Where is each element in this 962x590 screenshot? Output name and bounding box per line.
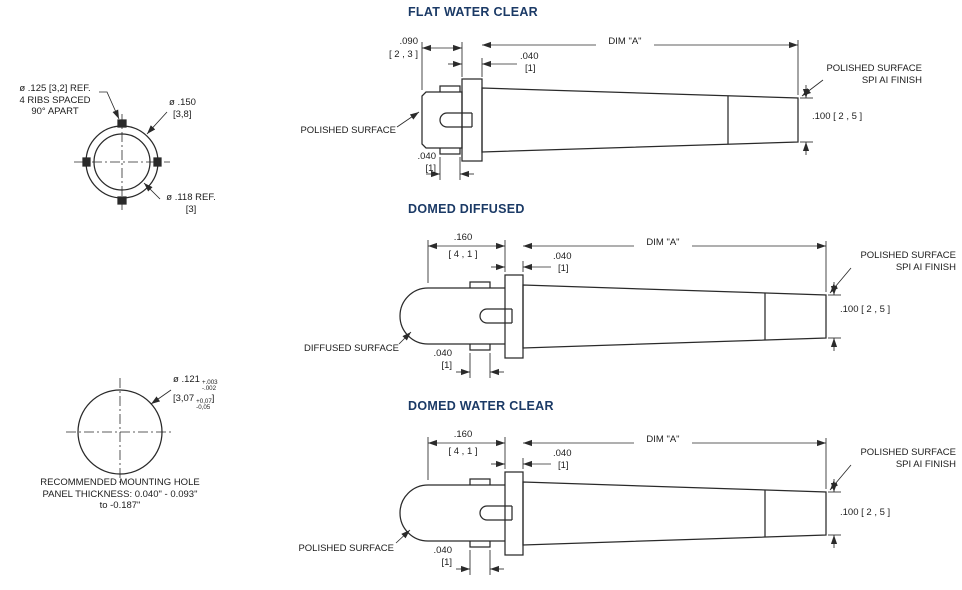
mounting-hole-note: RECOMMENDED MOUNTING HOLE PANEL THICKNES… xyxy=(10,477,230,512)
domed-diffused-geometry xyxy=(399,274,827,359)
mounting-hole-inch: ø .121+.003-.002 xyxy=(173,374,218,393)
domed-clear-flange-thickness-mm: [1] xyxy=(558,460,569,471)
domed-clear-surface-label: POLISHED SURFACE xyxy=(298,543,394,554)
diffused-head-length-inch: .160 xyxy=(453,232,473,243)
diffused-rib-width-inch: .040 xyxy=(433,348,453,359)
domed-clear-end-diameter: .100 [ 2 , 5 ] xyxy=(840,507,891,518)
mounting-hole-inch-tolerance: +.003-.002 xyxy=(201,379,218,393)
flat-flange-thickness-mm: [1] xyxy=(525,63,536,74)
mounting-hole-dimension: ø .121+.003-.002 [3,07+0,07-0,05] xyxy=(173,374,218,412)
front-view-ribs-note: ø .125 [3,2] REF. 4 RIBS SPACED 90° APAR… xyxy=(4,83,106,118)
mounting-hole-mm-tolerance: +0,07-0,05 xyxy=(196,397,212,412)
flat-surface-label: POLISHED SURFACE xyxy=(300,125,396,136)
ribs-note-line3: 90° APART xyxy=(31,106,79,117)
flat-end-diameter: .100 [ 2 , 5 ] xyxy=(812,111,863,122)
tol-plus-inch: +.003 xyxy=(201,379,218,386)
inner-diameter-inch: ø .118 REF. xyxy=(166,192,216,203)
diffused-surface-label: DIFFUSED SURFACE xyxy=(303,343,399,354)
tol-minus-inch: -.002 xyxy=(201,385,217,393)
domed-clear-head-length-inch: .160 xyxy=(453,429,473,440)
flat-head-length-mm: [ 2 , 3 ] xyxy=(388,49,418,60)
diffused-finish-note: POLISHED SURFACE SPI AI FINISH xyxy=(850,250,956,273)
domed-clear-finish-line1: POLISHED SURFACE xyxy=(860,447,956,458)
mounting-hole-leader xyxy=(150,389,172,405)
tol-plus-mm: +0,07 xyxy=(196,397,212,405)
domed-clear-finish-line2: SPI AI FINISH xyxy=(895,458,956,470)
flat-dim-a-label: DIM "A" xyxy=(608,36,642,47)
flat-finish-line1: POLISHED SURFACE xyxy=(826,63,922,74)
domed-clear-dim-a-label: DIM "A" xyxy=(646,434,680,445)
front-view-inner-diameter: ø .118 REF. [3] xyxy=(158,192,224,215)
flat-finish-line2: SPI AI FINISH xyxy=(861,74,922,86)
diffused-rib-width-mm: [1] xyxy=(441,360,452,371)
domed-clear-rib-width-inch: .040 xyxy=(433,545,453,556)
diagram-title-domed-diffused: DOMED DIFFUSED xyxy=(408,202,525,216)
ribs-note-line1: ø .125 [3,2] REF. xyxy=(19,83,91,94)
diffused-finish-line2: SPI AI FINISH xyxy=(895,261,956,273)
diffused-dim-a-label: DIM "A" xyxy=(646,237,680,248)
mounting-note-line1: RECOMMENDED MOUNTING HOLE xyxy=(40,477,200,488)
mounting-hole-mm-bracket: ] xyxy=(211,392,215,404)
mounting-hole-mm: [3,07+0,07-0,05] xyxy=(173,393,218,412)
diagram-title-domed-water-clear: DOMED WATER CLEAR xyxy=(408,399,554,413)
mounting-hole-inch-value: ø .121 xyxy=(173,374,200,385)
domed-clear-rib-width-mm: [1] xyxy=(441,557,452,568)
front-view-centerlines xyxy=(74,114,170,210)
tol-minus-mm: -0,05 xyxy=(196,404,211,412)
domed-diffused-dimensions xyxy=(398,240,852,378)
outer-diameter-inch: ø .150 xyxy=(169,97,196,108)
mounting-note-line2: PANEL THICKNESS: 0.040" - 0.093" xyxy=(42,488,198,500)
diffused-flange-thickness-mm: [1] xyxy=(558,263,569,274)
domed-clear-geometry xyxy=(399,471,827,556)
diffused-head-length-mm: [ 4 , 1 ] xyxy=(448,249,478,260)
flat-lens-geometry xyxy=(421,78,799,162)
mounting-hole-centerlines xyxy=(66,378,174,486)
flat-flange-thickness-inch: .040 xyxy=(520,51,539,62)
domed-clear-flange-thickness-inch: .040 xyxy=(553,448,572,459)
domed-clear-head-length-mm: [ 4 , 1 ] xyxy=(448,446,478,457)
diagram-title-flat-water-clear: FLAT WATER CLEAR xyxy=(408,5,539,19)
front-view-outer-diameter: ø .150 [3,8] xyxy=(169,97,196,120)
mounting-hole-mm-value: [3,07 xyxy=(173,392,195,404)
inner-diameter-mm: [3] xyxy=(185,203,197,215)
flat-rib-width-inch: .040 xyxy=(417,151,437,162)
flat-lens-dimensions xyxy=(396,40,824,180)
outer-diameter-mm: [3,8] xyxy=(173,108,192,120)
flat-rib-width-mm: [1] xyxy=(425,163,436,174)
domed-clear-dimensions xyxy=(395,437,852,575)
domed-clear-finish-note: POLISHED SURFACE SPI AI FINISH xyxy=(850,447,956,470)
ribs-note-line2: 4 RIBS SPACED xyxy=(19,94,91,106)
flat-head-length-inch: .090 xyxy=(399,36,419,47)
front-view-leaders xyxy=(99,91,168,200)
mounting-note-line3: to -0.187" xyxy=(99,500,141,511)
diffused-end-diameter: .100 [ 2 , 5 ] xyxy=(840,304,891,315)
diffused-flange-thickness-inch: .040 xyxy=(553,251,572,262)
flat-finish-note: POLISHED SURFACE SPI AI FINISH xyxy=(818,63,922,86)
diffused-finish-line1: POLISHED SURFACE xyxy=(860,250,956,261)
